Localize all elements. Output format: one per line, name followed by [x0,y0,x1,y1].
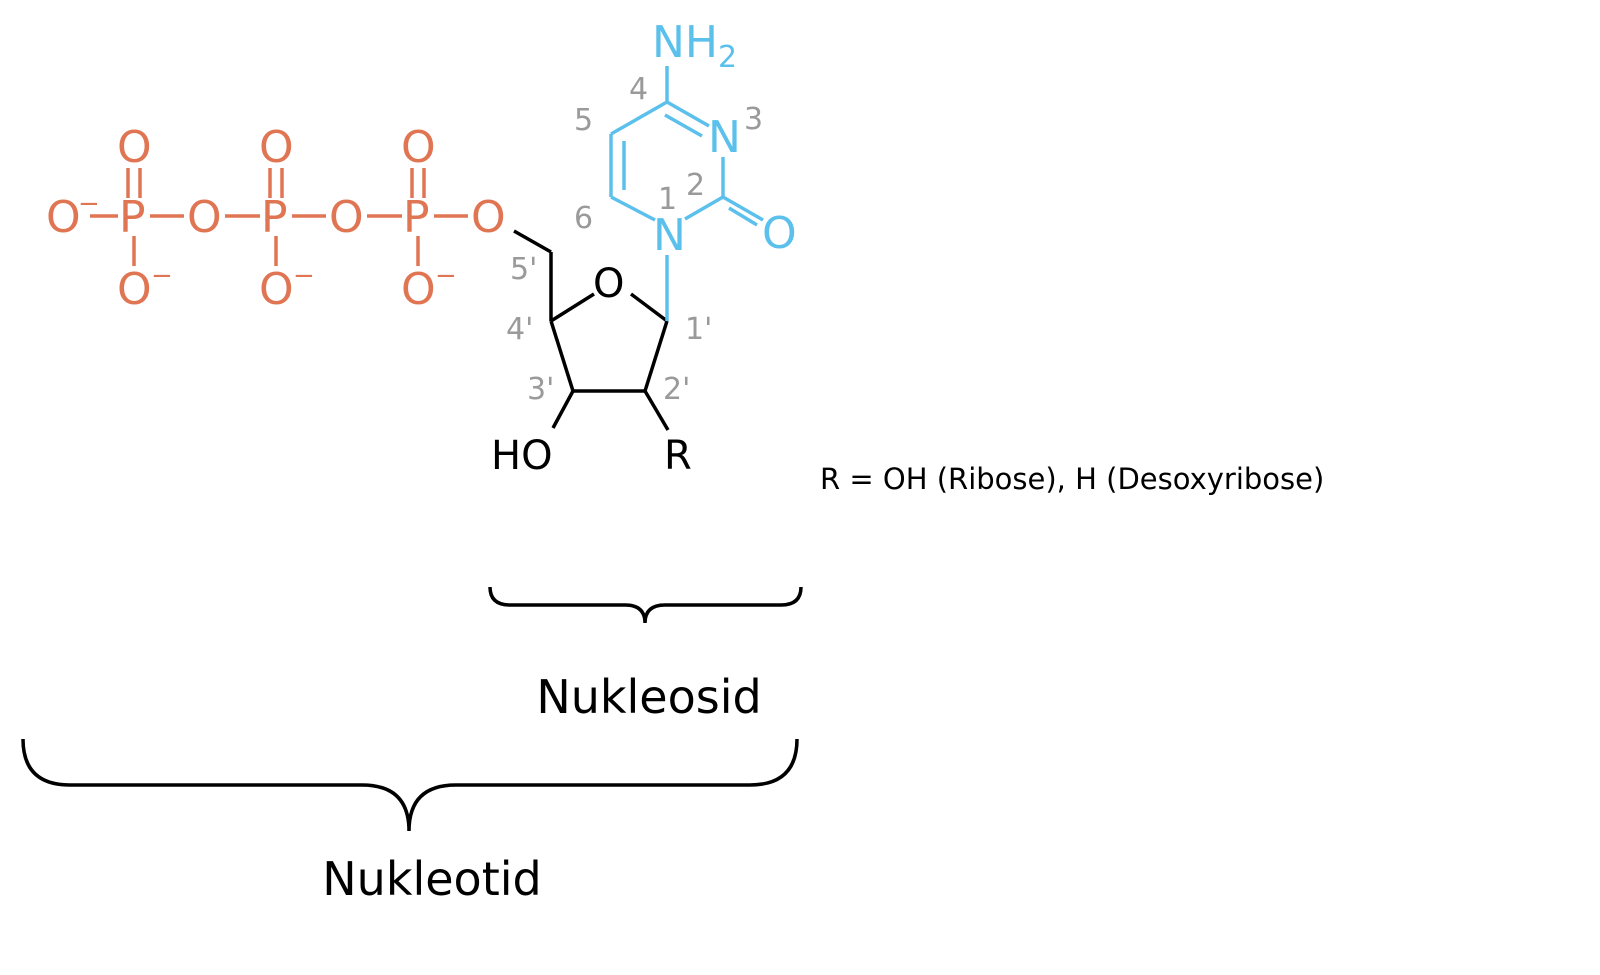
phosphate-o-minus-left: O [46,192,81,243]
base-position-3: 3 [744,102,763,137]
base-position-6: 6 [574,201,593,236]
nucleoside-brace [488,586,803,624]
nitrogen-1: N [653,210,686,261]
anionic-oxygen-3: O [401,264,436,315]
carbon-4-prime-number: 4' [506,312,533,347]
charge-minus-1: − [151,261,173,291]
double-bond-oxygen-3: O [401,122,436,173]
bridge-oxygen-2: O [329,192,364,243]
charge-minus-left: − [78,189,100,219]
anionic-oxygen-2: O [259,264,294,315]
nucleotide-label: Nukleotid [322,852,541,906]
hydroxyl-3-prime: HO [491,433,553,479]
double-bond-oxygen-2: O [259,122,294,173]
r-substituent-note: R = OH (Ribose), H (Desoxyribose) [820,462,1324,496]
double-bond-oxygen-1: O [117,122,152,173]
charge-minus-2: − [293,261,315,291]
nucleoside-label: Nukleosid [536,670,761,724]
nucleotide-brace [21,738,799,832]
base-position-2: 2 [686,168,705,203]
substituent-r: R [664,433,692,479]
phosphorus-alpha: P [119,192,146,243]
carbon-3-prime-number: 3' [527,372,554,407]
phosphorus-gamma: P [403,192,430,243]
sugar-bonds [513,229,670,431]
anionic-oxygen-1: O [117,264,152,315]
phosphate-bonds [90,168,468,266]
bridge-oxygen-1: O [187,192,222,243]
base-position-1: 1 [658,182,677,217]
base-position-4: 4 [629,72,648,107]
carbon-1-prime-number: 1' [685,312,712,347]
amino-group: NH2 [652,17,737,75]
carbon-5-prime-number: 5' [510,252,537,287]
charge-minus-3: − [435,261,457,291]
base-bonds [609,66,764,321]
phosphorus-beta: P [261,192,288,243]
carbonyl-oxygen: O [762,208,797,259]
ring-oxygen: O [593,261,624,307]
carbon-2-prime-number: 2' [663,372,690,407]
ester-oxygen: O [471,192,506,243]
base-position-5: 5 [574,103,593,138]
nitrogen-3: N [708,112,741,163]
